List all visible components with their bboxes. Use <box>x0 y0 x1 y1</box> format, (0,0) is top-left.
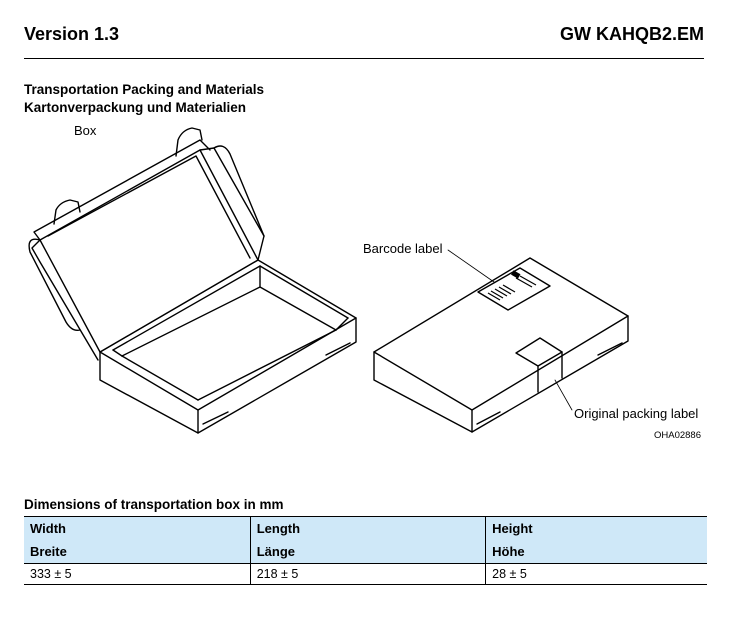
length-value: 218 ± 5 <box>249 563 487 585</box>
header-rule <box>24 58 704 59</box>
width-value: 333 ± 5 <box>24 563 251 585</box>
col-length-en: Length <box>249 516 487 540</box>
height-value: 28 ± 5 <box>485 563 707 585</box>
col-height-de: Höhe <box>485 540 707 564</box>
table-header-row-de: Breite Länge Höhe <box>24 540 707 564</box>
col-length-de: Länge <box>249 540 487 564</box>
section-title-de: Kartonverpackung und Materialien <box>24 100 247 115</box>
dimensions-table: Width Length Height Breite Länge Höhe 33… <box>24 516 707 585</box>
section-title-en: Transportation Packing and Materials <box>24 82 265 97</box>
version-label: Version 1.3 <box>24 24 120 44</box>
barcode-icon <box>487 270 537 301</box>
table-row: 333 ± 5 218 ± 5 28 ± 5 <box>24 563 707 585</box>
col-height-en: Height <box>485 516 707 540</box>
figure-id: OHA02886 <box>654 430 701 441</box>
barcode-label-text: Barcode label <box>363 241 443 256</box>
product-code: GW KAHQB2.EM <box>560 24 704 44</box>
col-width-en: Width <box>24 516 251 540</box>
closed-box-drawing <box>373 249 629 433</box>
packing-label-text: Original packing label <box>574 406 698 421</box>
packing-illustration: Box Barcode label Original packing label… <box>28 123 701 441</box>
dimensions-title: Dimensions of transportation box in mm <box>24 497 284 512</box>
open-box-drawing <box>28 127 357 434</box>
box-label: Box <box>74 123 97 138</box>
table-header-row-en: Width Length Height <box>24 516 707 540</box>
col-width-de: Breite <box>24 540 251 564</box>
